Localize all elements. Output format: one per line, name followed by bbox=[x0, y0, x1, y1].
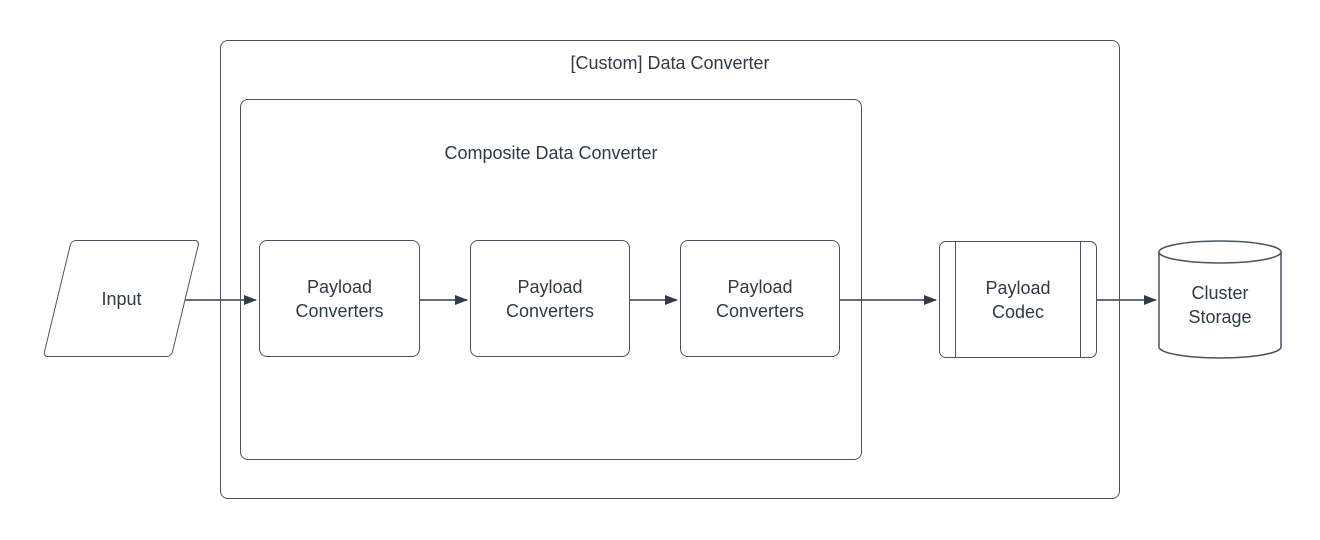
cluster-storage-label: Cluster Storage bbox=[1188, 283, 1252, 327]
custom-data-converter-label: [Custom] Data Converter bbox=[570, 53, 770, 73]
composite-data-converter-container bbox=[240, 99, 862, 460]
payload-converters-node-1: Payload Converters bbox=[259, 240, 420, 357]
custom-data-converter-container bbox=[220, 40, 1120, 499]
payload-codec-node: Payload Codec bbox=[939, 241, 1097, 358]
payload-converters-label-1: Payload Converters bbox=[295, 276, 384, 321]
input-node: Input bbox=[57, 240, 186, 357]
codec-left-rule bbox=[955, 242, 956, 357]
payload-converters-node-3: Payload Converters bbox=[680, 240, 840, 357]
payload-converters-label-3: Payload Converters bbox=[715, 276, 805, 321]
payload-converters-node-2: Payload Converters bbox=[470, 240, 630, 357]
input-node-label: Input bbox=[101, 288, 142, 309]
payload-codec-label: Payload Codec bbox=[985, 277, 1051, 322]
payload-converters-label-2: Payload Converters bbox=[505, 276, 595, 321]
composite-data-converter-label: Composite Data Converter bbox=[444, 143, 658, 163]
cluster-storage-node: Cluster Storage bbox=[1159, 254, 1281, 356]
codec-right-rule bbox=[1080, 242, 1081, 357]
